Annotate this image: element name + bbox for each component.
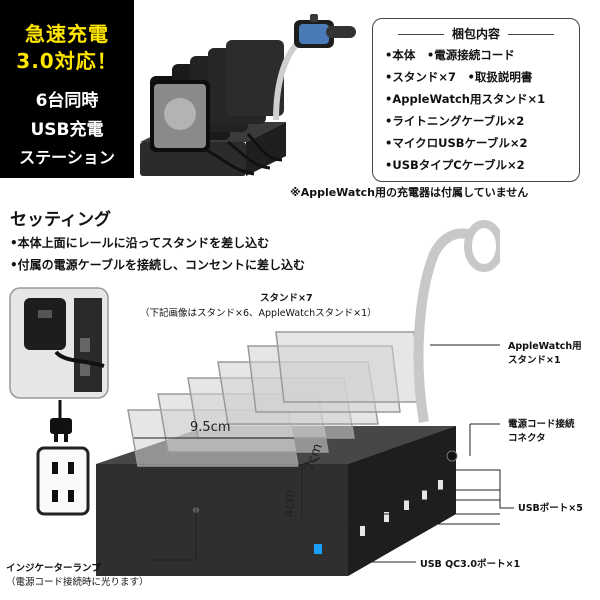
connector-label-2: コネクタ — [508, 433, 546, 444]
apple-watch-stand-label-1: AppleWatch用 — [508, 341, 582, 352]
indicator-lamp-sub-label: （電源コード接続時に光ります） — [6, 577, 149, 588]
badge-6-devices: 6台同時 — [35, 91, 99, 111]
usb-port-label: USBポート×5 — [518, 503, 583, 514]
width-dimension: 9.5cm — [190, 420, 231, 435]
setting-step: •本体上面にレールに沿ってスタンドを差し込む — [10, 236, 270, 250]
charging-station-diagram — [96, 220, 500, 576]
power-outlet-illustration — [9, 287, 109, 516]
badge-fast-charge: 急速充電 — [25, 22, 109, 46]
stand-label: スタンド×7 — [260, 293, 313, 304]
package-title: 梱包内容 — [373, 25, 579, 42]
badge-station: ステーション — [19, 148, 115, 167]
feature-badge: 急速充電 3.0対応！ 6台同時 USB充電 ステーション — [0, 0, 134, 178]
package-item: •スタンド×7 •取扱説明書 — [385, 70, 533, 84]
product-photo — [140, 14, 356, 176]
badge-usb-charge: USB充電 — [30, 120, 104, 140]
stand-sub-label: （下記画像はスタンド×6、AppleWatchスタンド×1） — [140, 308, 377, 319]
qc-port-label: USB QC3.0ポート×1 — [420, 559, 521, 570]
package-contents-box: 梱包内容 •本体 •電源接続コード •スタンド×7 •取扱説明書 •AppleW… — [372, 18, 580, 182]
package-item: •マイクロUSBケーブル×2 — [385, 136, 528, 150]
indicator-lamp-label: インジケーターランプ — [6, 563, 101, 574]
package-item: •USBタイプCケーブル×2 — [385, 158, 525, 172]
setting-step: •付属の電源ケーブルを接続し、コンセントに差し込む — [10, 258, 305, 272]
package-item: •ライトニングケーブル×2 — [385, 114, 525, 128]
setting-title: セッティング — [10, 210, 111, 230]
package-item: •本体 •電源接続コード — [385, 48, 515, 62]
connector-label-1: 電源コード接続 — [508, 419, 575, 430]
charger-note: ※AppleWatch用の充電器は付属していません — [290, 186, 529, 199]
apple-watch-stand-label-2: スタンド×1 — [508, 355, 561, 366]
package-item: •AppleWatch用スタンド×1 — [385, 92, 546, 106]
badge-qc30: 3.0対応！ — [16, 49, 118, 73]
